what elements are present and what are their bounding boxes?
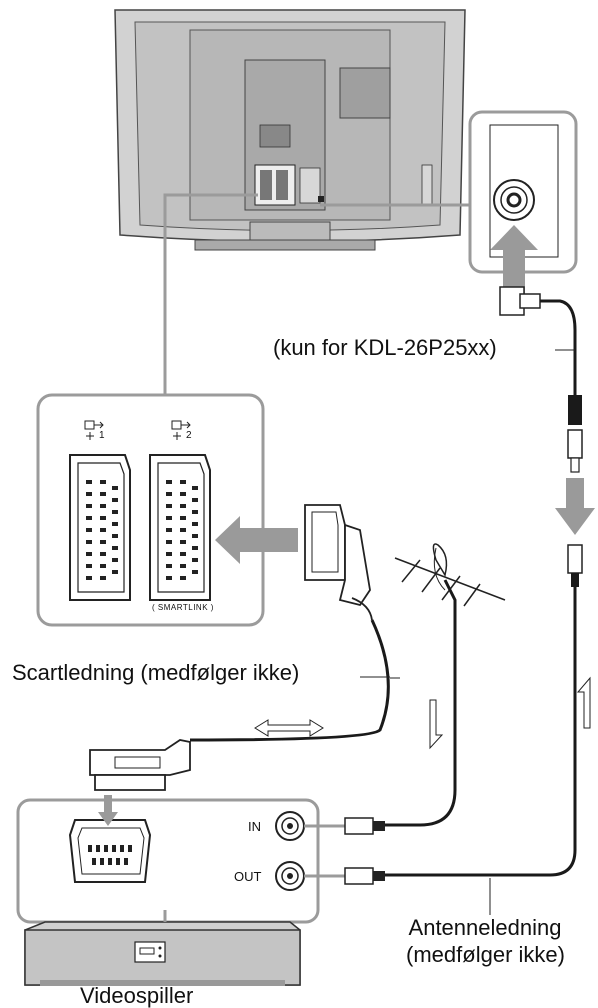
tv-rear (115, 10, 465, 250)
antenna-cable-label-2: (medfølger ikke) (388, 944, 583, 966)
coax-plug-vcr-out (345, 868, 385, 884)
scart-connector-icon-2 (150, 455, 210, 600)
coax-plug-right (568, 545, 582, 587)
rf-plug (500, 287, 582, 472)
vcr-out-label: OUT (234, 870, 261, 883)
smartlink-label: ( SMARTLINK ) (152, 604, 214, 612)
coax-connector-icon-in (276, 812, 304, 840)
vcr-in-label: IN (248, 820, 261, 833)
antenna-cable-label-1: Antenneledning (395, 917, 575, 939)
vcr-callout (18, 800, 318, 922)
scart-cable-label: Scartledning (medfølger ikke) (12, 662, 299, 684)
vcr-label: Videospiller (80, 985, 193, 1007)
signal-arrow-up (578, 678, 590, 728)
scart-plug-tv (305, 505, 372, 620)
scart-connector-icon-1 (70, 455, 130, 600)
scart-plug-vcr (90, 740, 190, 790)
signal-arrow-down (430, 700, 442, 748)
scart-callout (38, 395, 263, 625)
double-arrow-icon (255, 720, 323, 736)
scart1-number: 1 (99, 431, 105, 441)
tv-model-note: (kun for KDL-26P25xx) (273, 337, 497, 359)
vcr-device (25, 922, 300, 986)
coax-plug-vcr-in (345, 818, 385, 834)
coax-connector-icon-out (276, 862, 304, 890)
antenna-icon (385, 544, 505, 825)
scart2-number: 2 (186, 431, 192, 441)
arrow-down-plug (555, 478, 595, 535)
